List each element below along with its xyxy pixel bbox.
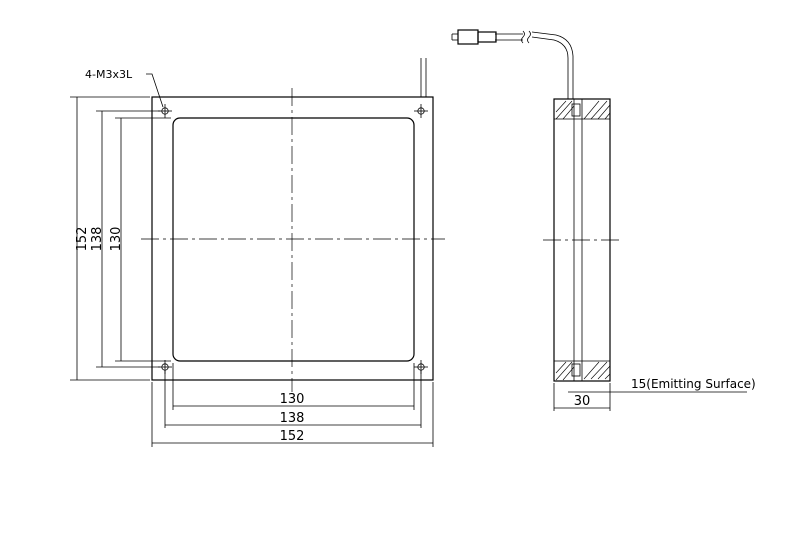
cable: [495, 30, 574, 99]
outer-frame: [151, 96, 434, 381]
side-view: 30 15(Emitting Surface): [451, 29, 756, 411]
emitting-surface-label: 15(Emitting Surface): [631, 377, 756, 391]
hole-callout-leader: [146, 73, 164, 108]
vertical-dimensions: [70, 96, 171, 381]
top-section-hatch: [555, 100, 611, 120]
dim-height-130: 130: [109, 227, 124, 252]
emitting-area: [172, 117, 415, 362]
connector: [451, 29, 497, 45]
bottom-section-hatch: [555, 361, 611, 381]
dim-width-138: 138: [280, 411, 305, 426]
front-view: 4-M3x3L 152 138 130: [70, 58, 445, 447]
dim-height-152: 152: [75, 227, 90, 252]
horizontal-dimensions: [151, 363, 434, 447]
dim-depth-30: 30: [574, 394, 591, 409]
dim-height-138: 138: [90, 227, 105, 252]
dim-width-130: 130: [280, 392, 305, 407]
dim-width-152: 152: [280, 429, 305, 444]
hole-callout-text: 4-M3x3L: [85, 68, 133, 81]
